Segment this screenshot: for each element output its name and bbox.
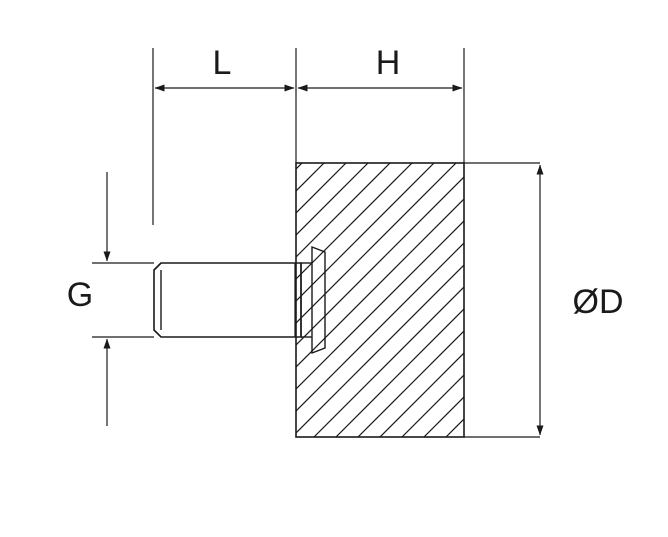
dimension-g: G bbox=[67, 172, 111, 426]
hatch-line bbox=[296, 163, 303, 170]
hatch-line bbox=[296, 163, 435, 302]
hatch-line bbox=[296, 163, 391, 258]
hatch-line bbox=[296, 163, 457, 324]
hatch-line bbox=[0, 143, 212, 457]
cylinder-outline bbox=[295, 162, 465, 438]
hatch-line bbox=[0, 143, 234, 457]
hatch-line bbox=[313, 286, 464, 437]
dimension-l: L bbox=[154, 44, 295, 92]
hatch-line bbox=[448, 143, 668, 457]
cylinder-body bbox=[0, 143, 668, 457]
hatch-line bbox=[624, 143, 668, 457]
dimension-h: H bbox=[297, 44, 463, 92]
hatch-line bbox=[0, 143, 300, 457]
extension-lines bbox=[92, 48, 540, 438]
hatch-line bbox=[296, 242, 464, 412]
hatch-line bbox=[296, 176, 464, 346]
label-l: L bbox=[213, 44, 232, 82]
hatch-line bbox=[296, 264, 464, 434]
hatch-line bbox=[646, 143, 668, 457]
hatch-line bbox=[357, 330, 464, 437]
hatch-line bbox=[470, 143, 668, 457]
hatch-line bbox=[423, 396, 464, 437]
dimension-d: ØD bbox=[536, 164, 624, 436]
hatch-line bbox=[296, 220, 464, 390]
section-hatching bbox=[0, 143, 668, 457]
threaded-stud bbox=[153, 262, 302, 338]
stud-flange bbox=[301, 245, 326, 355]
hatch-line bbox=[296, 163, 413, 280]
hatch-line bbox=[401, 374, 464, 437]
hatch-line bbox=[379, 352, 464, 437]
hatch-line bbox=[296, 163, 347, 214]
label-h: H bbox=[376, 44, 401, 82]
label-g: G bbox=[67, 276, 93, 314]
hatch-line bbox=[296, 163, 369, 236]
label-d: ØD bbox=[573, 283, 624, 321]
hatch-line bbox=[335, 308, 464, 437]
hatch-line bbox=[0, 143, 256, 457]
hatch-line bbox=[445, 418, 464, 437]
hatch-line bbox=[296, 198, 464, 368]
hatch-line bbox=[0, 143, 278, 457]
